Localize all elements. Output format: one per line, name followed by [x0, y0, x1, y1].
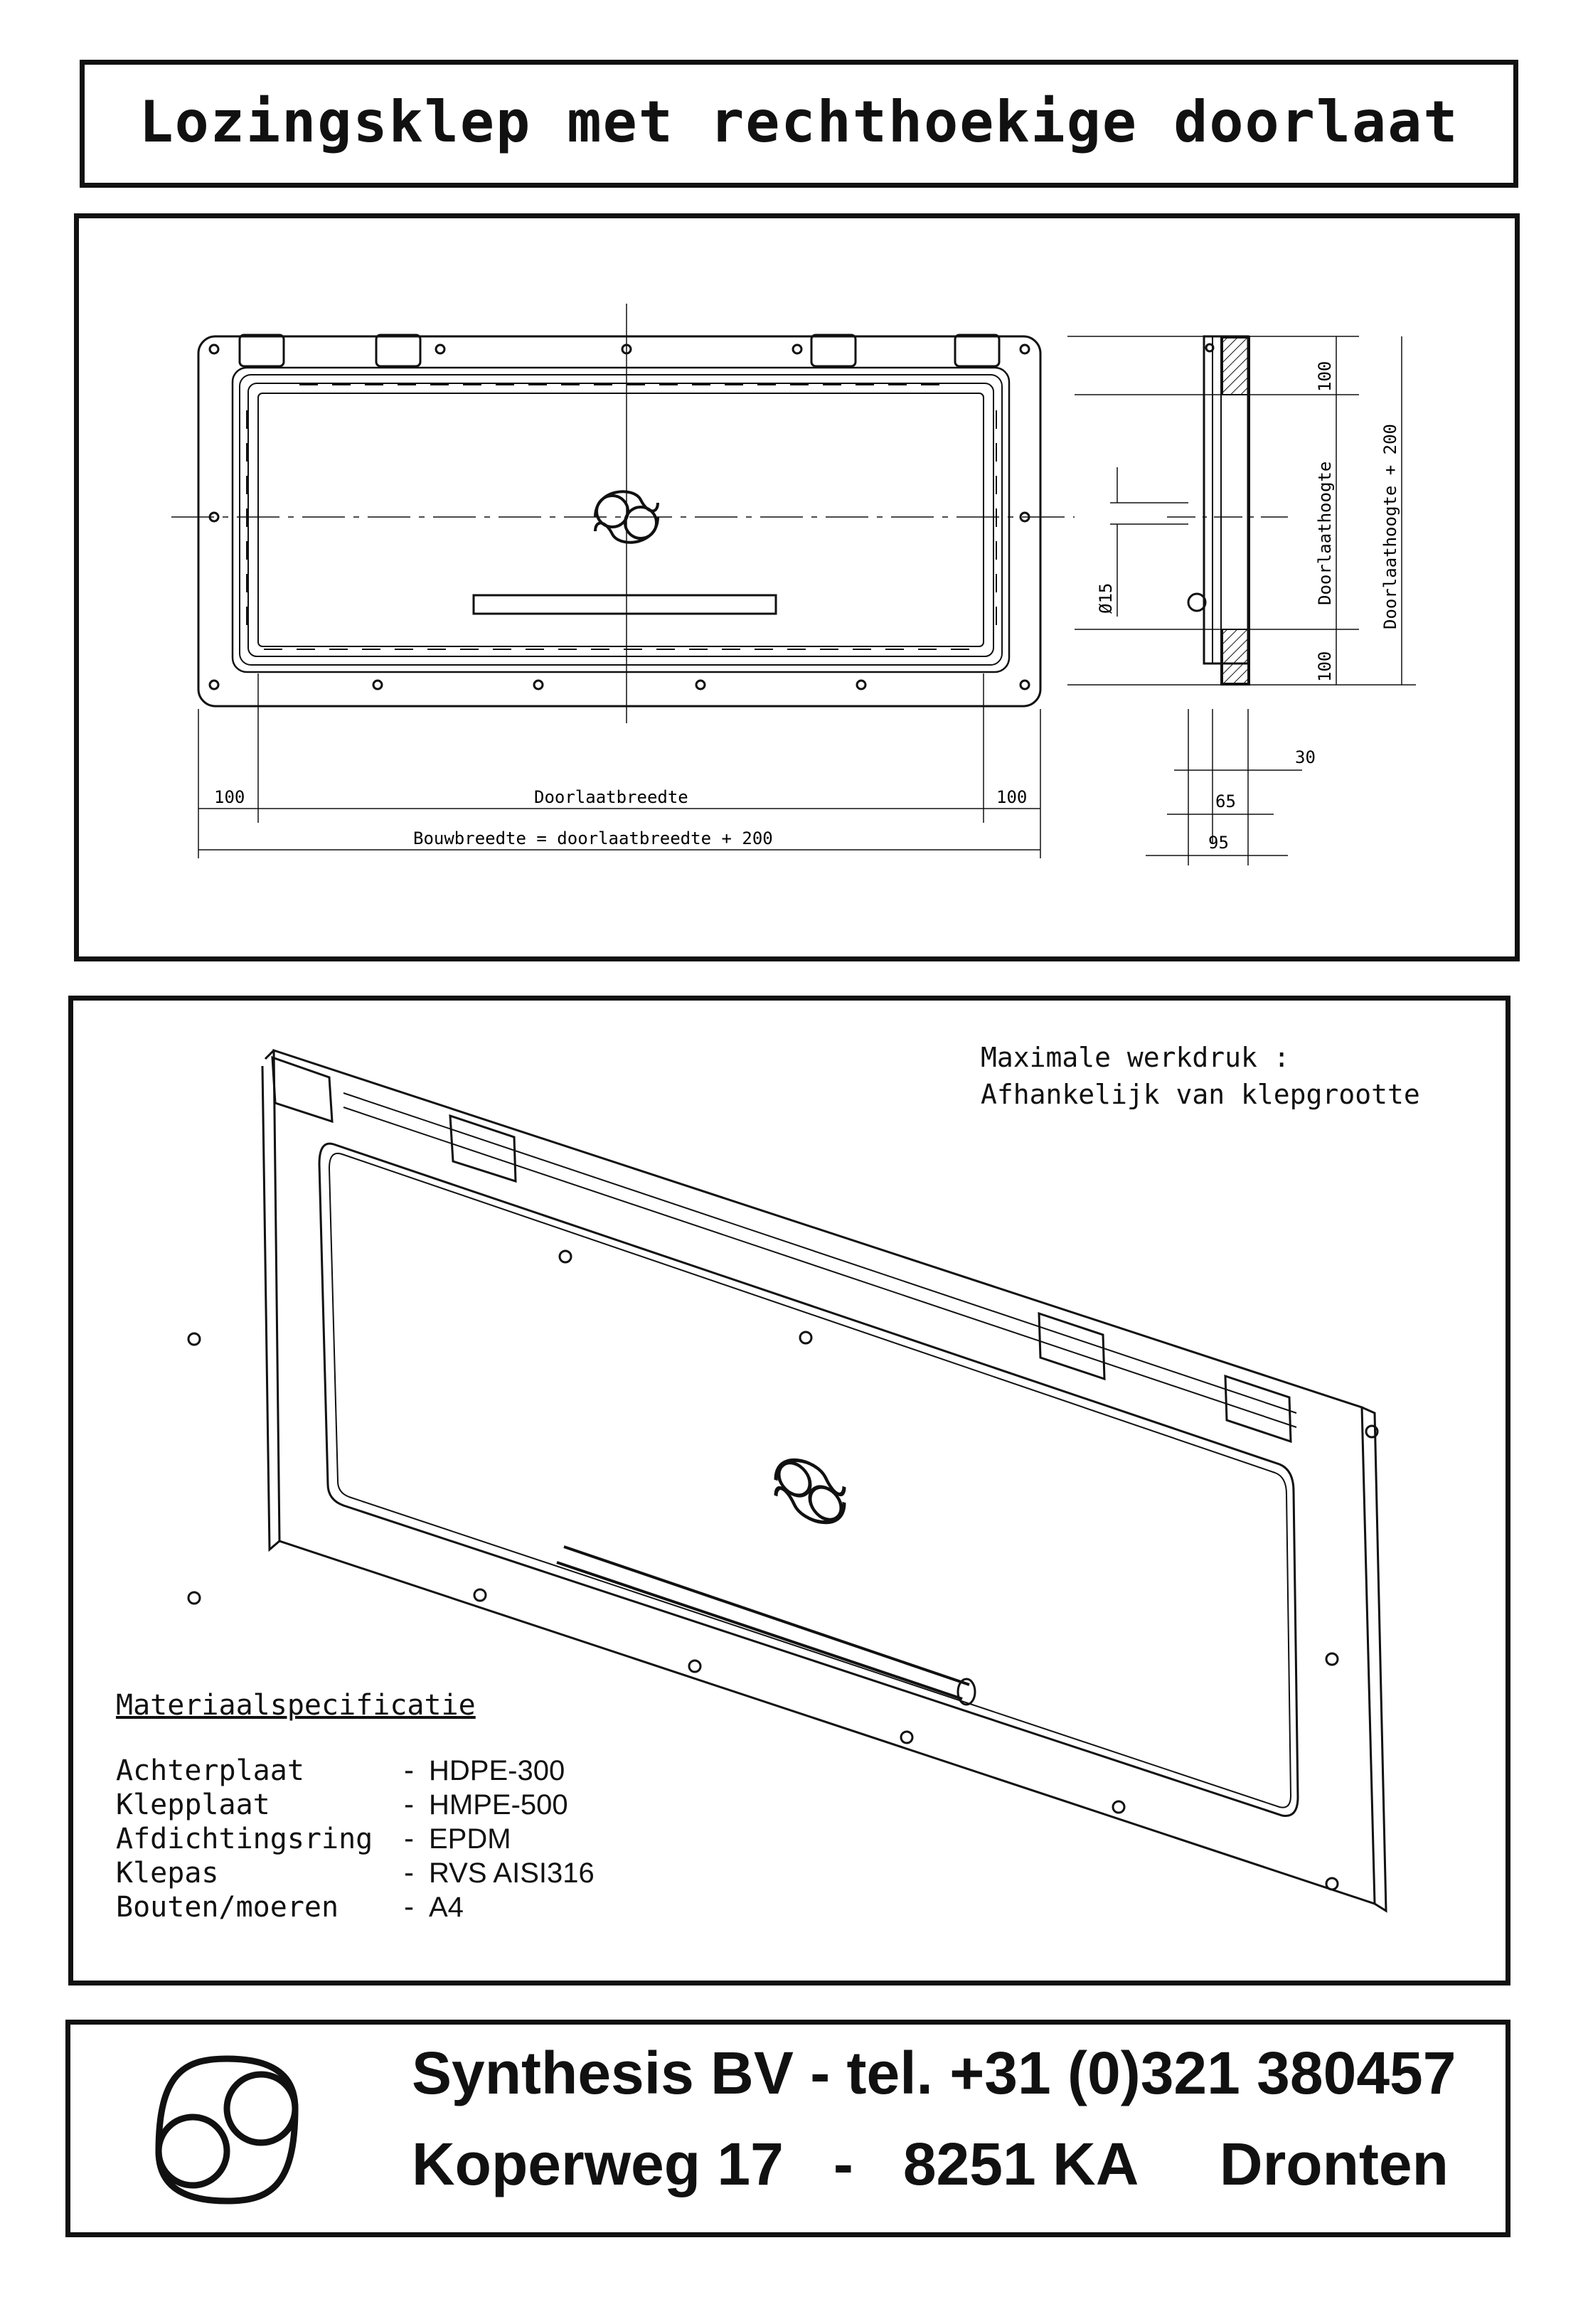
hinge-block [375, 334, 422, 368]
technical-drawing-panel: 100 Doorlaatbreedte 100 Bouwbreedte = do… [74, 213, 1520, 961]
technical-drawing: 100 Doorlaatbreedte 100 Bouwbreedte = do… [171, 304, 1416, 865]
footer-company-line: Synthesis BV - tel. +31 (0)321 380457 [412, 2040, 1456, 2106]
logo-mark [594, 490, 659, 544]
dim-30: 30 [1295, 747, 1316, 767]
handle-bar-end [956, 1678, 976, 1706]
company-logo [155, 2055, 299, 2205]
dim-bolt-diameter: Ø15 [1096, 583, 1116, 614]
front-view-valve-plate [231, 366, 1011, 673]
hinge-block [810, 334, 857, 368]
title-box: Lozingsklep met rechthoekige doorlaat [80, 60, 1518, 188]
dim-65: 65 [1215, 791, 1236, 811]
pressure-line-2: Afhankelijk van klepgrootte [981, 1079, 1420, 1110]
footer-panel: Synthesis BV - tel. +31 (0)321 380457 Ko… [65, 2020, 1510, 2237]
spec-row: Bouten/moeren-A4 [116, 1891, 464, 1924]
dim-100-bottom: 100 [1315, 651, 1335, 682]
dim-95: 95 [1208, 833, 1229, 853]
pressure-line-1: Maximale werkdruk : [981, 1042, 1290, 1073]
hinge-block [271, 1055, 334, 1124]
handle-bar [472, 594, 777, 615]
iso-valve-plate [318, 1142, 1299, 1817]
dim-100-left: 100 [214, 787, 245, 807]
dim-100-top: 100 [1315, 361, 1335, 392]
hinge-block [449, 1114, 517, 1183]
spec-row: Klepplaat-HMPE-500 [116, 1789, 568, 1821]
front-view-back-plate [197, 335, 1042, 708]
isometric-view-panel: Maximale werkdruk : Afhankelijk van klep… [68, 996, 1510, 1985]
iso-logo-mark [774, 1458, 846, 1525]
spec-row: Afdichtingsring-EPDM [116, 1823, 511, 1855]
page-title: Lozingsklep met rechthoekige doorlaat [139, 89, 1459, 155]
footer-address-line: Koperweg 17 - 8251 KA Dronten [412, 2131, 1449, 2197]
isometric-drawing [187, 1048, 1387, 1913]
dim-100-right: 100 [996, 787, 1027, 807]
spec-row: Achterplaat-HDPE-300 [116, 1754, 565, 1787]
hinge-block [1038, 1311, 1106, 1381]
hinge-block [954, 334, 1001, 368]
dim-passage-height-plus: Doorlaathoogte + 200 [1380, 424, 1400, 629]
max-pressure-note: Maximale werkdruk : Afhankelijk van klep… [981, 1039, 1420, 1113]
dim-passage-height: Doorlaathoogte [1315, 462, 1335, 605]
dim-build-width: Bouwbreedte = doorlaatbreedte + 200 [413, 828, 773, 848]
hinge-block [1224, 1374, 1292, 1444]
spec-row: Klepas-RVS AISI316 [116, 1857, 595, 1889]
spec-title: Materiaalspecificatie [116, 1689, 476, 1722]
front-view-passage [257, 393, 984, 647]
hinge-block [238, 334, 285, 368]
dim-passage-width: Doorlaatbreedte [534, 787, 688, 807]
